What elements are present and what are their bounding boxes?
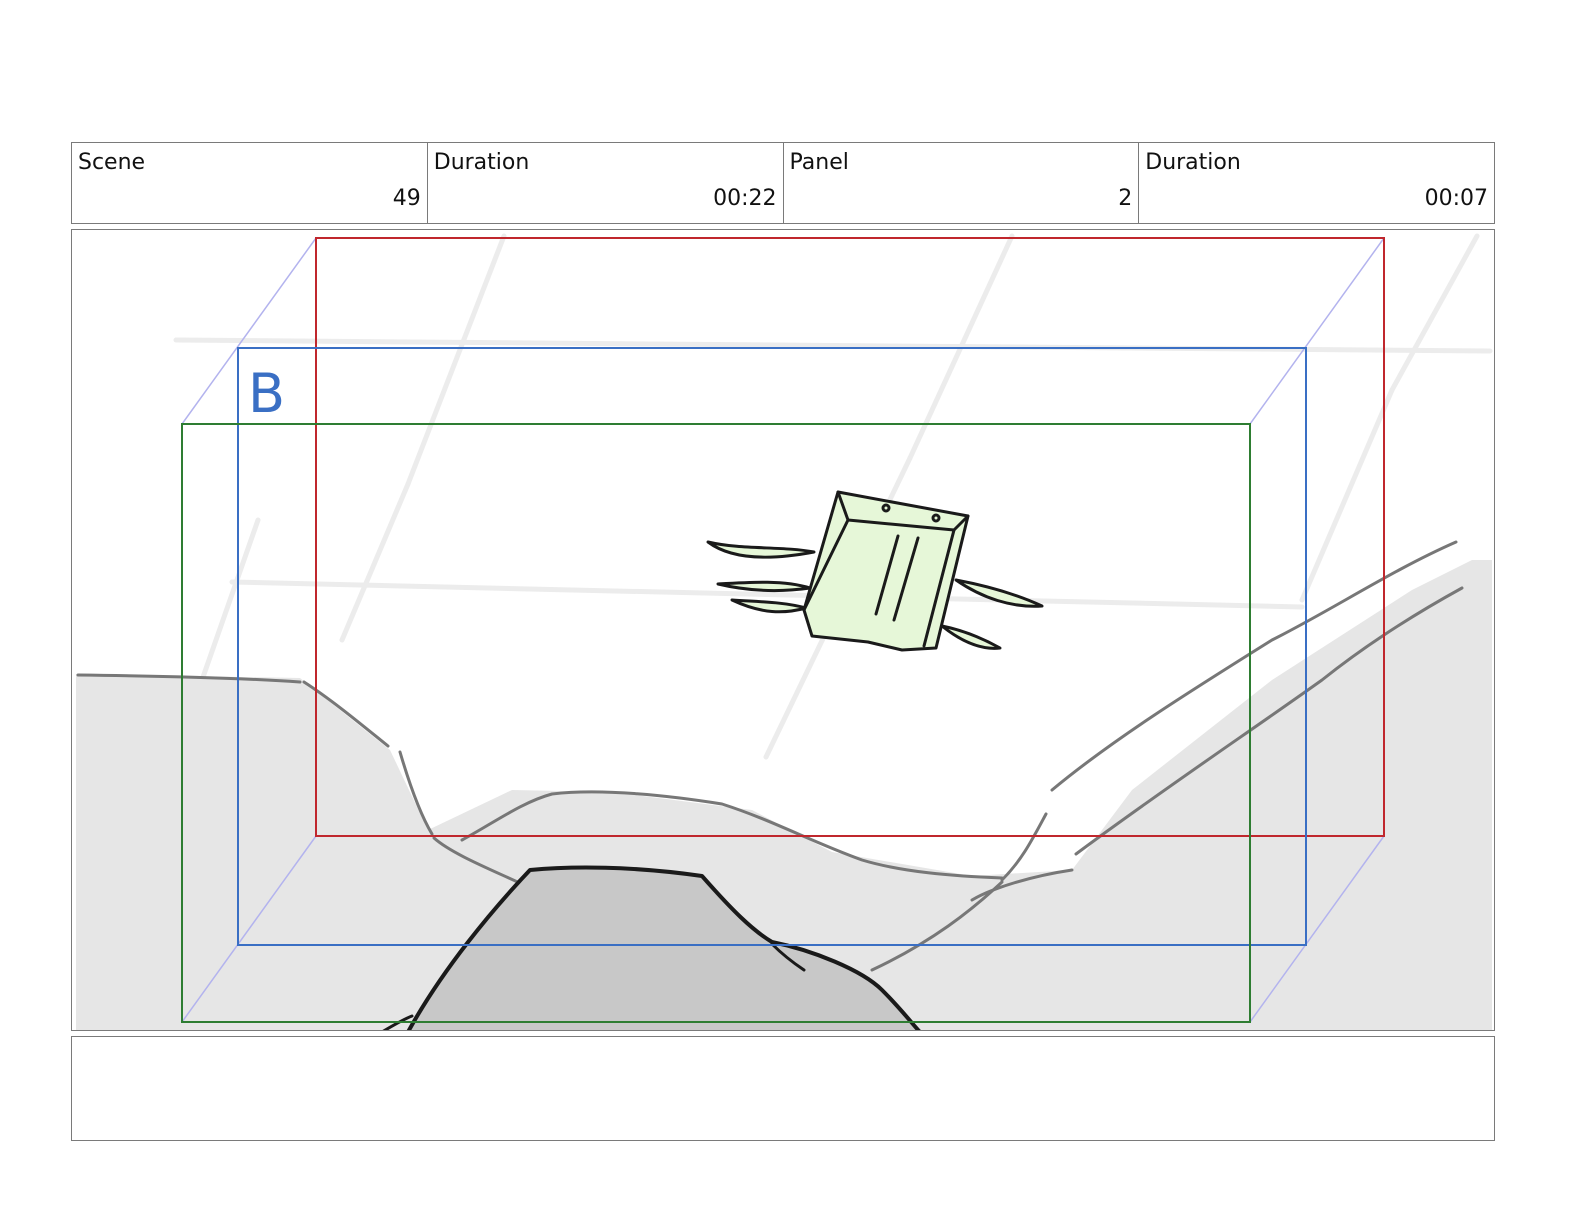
terrain-lines: [76, 540, 1464, 972]
storyboard-panel: B: [71, 229, 1495, 1031]
panel-label: Panel: [789, 150, 849, 175]
middle-frame-blue: [237, 347, 1307, 946]
outer-frame-red: [315, 237, 1385, 837]
panel-number: 2: [1118, 186, 1133, 211]
scene-duration-label: Duration: [433, 150, 530, 175]
frame-letter-b: B: [248, 362, 285, 425]
rock-mound: [406, 865, 921, 1030]
inner-frame-green: [181, 423, 1251, 1023]
perspective-guides: [181, 237, 1385, 1023]
scene-duration-value: 00:22: [713, 186, 777, 211]
panel-notes-box: [71, 1036, 1495, 1141]
panel-drawing: B: [76, 233, 1493, 1030]
scene-info-header: Scene 49 Duration 00:22 Panel 2 Duration…: [71, 142, 1495, 224]
scene-cell: Scene 49: [72, 143, 428, 223]
rock-detail: [382, 942, 806, 1030]
terrain-left: [76, 560, 1492, 1030]
scene-label: Scene: [78, 150, 146, 175]
scene-duration-cell: Duration 00:22: [428, 143, 784, 223]
panel-cell: Panel 2: [784, 143, 1140, 223]
flying-creature: [706, 490, 1044, 652]
scene-number: 49: [392, 186, 421, 211]
panel-duration-cell: Duration 00:07: [1139, 143, 1494, 223]
panel-duration-value: 00:07: [1424, 186, 1488, 211]
panel-duration-label: Duration: [1145, 150, 1241, 175]
